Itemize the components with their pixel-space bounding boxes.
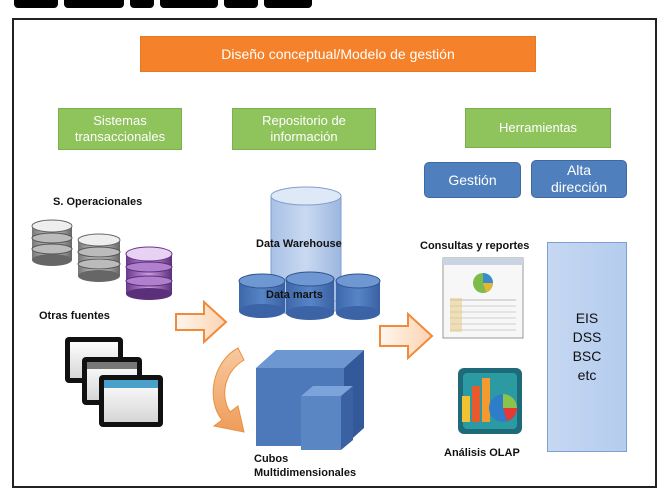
data-marts-label: Data marts <box>266 289 323 301</box>
database-purple-icon <box>125 246 173 300</box>
consultas-label: Consultas y reportes <box>420 240 530 252</box>
tool-item: BSC <box>572 348 602 364</box>
database-gray-icon <box>77 233 121 282</box>
tool-item: etc <box>577 367 597 383</box>
banner-title: Diseño conceptual/Modelo de gestión <box>221 45 455 62</box>
data-mart-cylinder <box>335 273 381 320</box>
tools-list: EIS DSS BSC etc <box>547 242 627 452</box>
data-mart-cylinder <box>285 271 335 320</box>
cubos-label-line1: Cubos <box>254 453 289 465</box>
header-repositorio-label: Repositorio de información <box>262 113 346 144</box>
otras-fuentes-label: Otras fuentes <box>39 310 110 322</box>
s-operacionales-label: S. Operacionales <box>53 196 143 208</box>
arrow-right-icon <box>379 311 434 361</box>
arrow-right-icon <box>175 299 228 345</box>
curved-arrow-icon <box>212 347 245 433</box>
tool-item: DSS <box>572 329 602 345</box>
tool-alta-direccion-label: Alta dirección <box>550 162 608 195</box>
header-herramientas: Herramientas <box>465 108 611 148</box>
header-sistemas: Sistemas transaccionales <box>58 108 182 150</box>
header-herramientas-label: Herramientas <box>498 120 578 136</box>
database-gray-icon <box>31 219 73 266</box>
banner: Diseño conceptual/Modelo de gestión <box>140 36 536 72</box>
data-mart-cylinder <box>238 273 286 318</box>
analisis-olap-label: Análisis OLAP <box>444 447 520 459</box>
windows-stack-icon <box>65 337 163 427</box>
header-sistemas-label: Sistemas transaccionales <box>74 113 166 144</box>
olap-analysis-icon <box>458 368 522 434</box>
tool-item: EIS <box>575 310 599 326</box>
cube-icon <box>301 386 353 450</box>
data-warehouse-label: Data Warehouse <box>256 238 342 250</box>
tool-gestion-label: Gestión <box>448 171 497 188</box>
tool-alta-direccion: Alta dirección <box>531 160 627 198</box>
cropped-top-text <box>0 0 664 10</box>
tool-gestion: Gestión <box>424 162 521 198</box>
report-thumbnail-icon <box>442 257 524 339</box>
header-repositorio: Repositorio de información <box>232 108 376 150</box>
cubos-label-line2: Multidimensionales <box>254 467 357 479</box>
